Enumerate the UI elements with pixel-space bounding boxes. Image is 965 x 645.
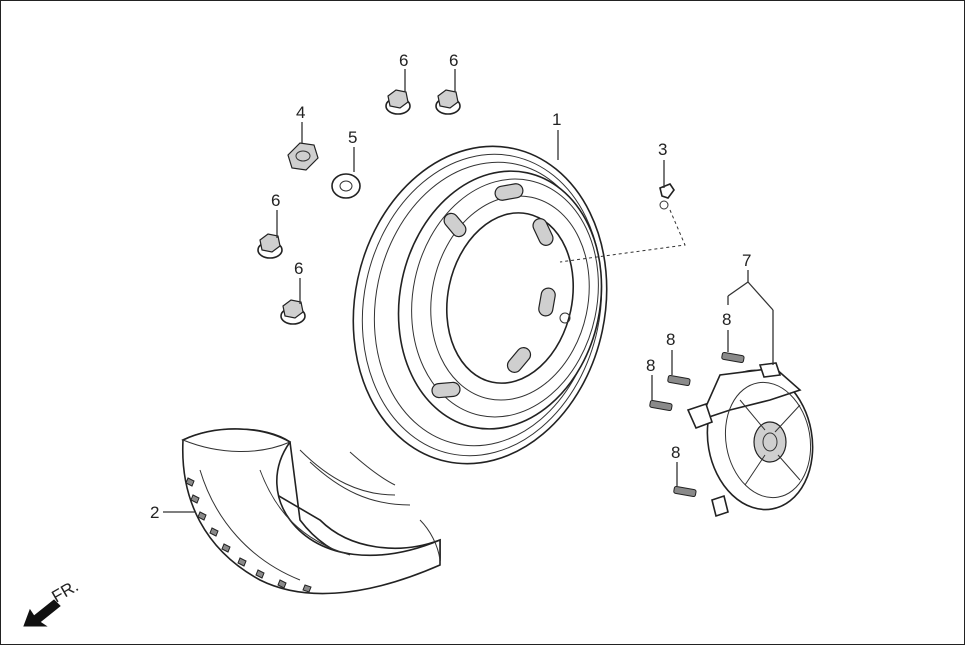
- flange-nut-part-d: [280, 299, 306, 325]
- flange-nut-part-b: [435, 89, 461, 115]
- flange-nut-part-c: [257, 233, 283, 259]
- stud-bolt-part-d: [673, 485, 697, 498]
- callout-4: 4: [296, 103, 305, 122]
- callout-7: 7: [742, 251, 751, 270]
- callout-1: 1: [552, 110, 561, 129]
- callout-6a: 6: [399, 51, 408, 70]
- callout-6c: 6: [271, 191, 280, 210]
- callout-8d: 8: [671, 443, 680, 462]
- front-direction-arrow-icon: [23, 599, 61, 627]
- callout-6d: 6: [294, 259, 303, 278]
- callout-5: 5: [348, 128, 357, 147]
- stud-bolt-part-a: [721, 351, 745, 364]
- callout-6b: 6: [449, 51, 458, 70]
- callout-8b: 8: [666, 330, 675, 349]
- axle-nut-part: [287, 142, 319, 171]
- washer-part: [331, 173, 361, 199]
- wheel-rim-part: [352, 145, 608, 465]
- leader-lines: [163, 69, 774, 513]
- flange-nut-part-a: [385, 89, 411, 115]
- tire-part: [181, 428, 441, 595]
- stud-bolt-part-b: [667, 374, 691, 387]
- wheel-hub-part: [686, 362, 814, 518]
- stud-bolt-part-c: [649, 399, 673, 412]
- callout-8a: 8: [722, 310, 731, 329]
- callout-8c: 8: [646, 356, 655, 375]
- callout-3: 3: [658, 140, 667, 159]
- callout-2: 2: [150, 503, 159, 522]
